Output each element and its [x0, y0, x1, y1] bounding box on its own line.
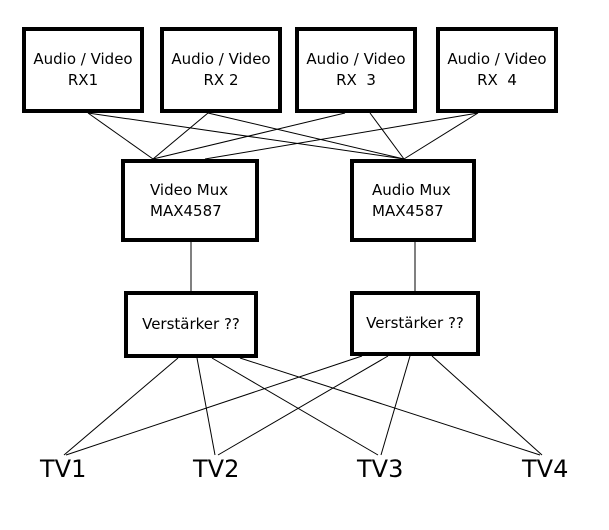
wire-vamp-tv1: [63, 357, 179, 456]
tv1-label: TV1: [40, 455, 87, 483]
wire-rx4-audio-mux: [403, 112, 479, 160]
wire-rx3-audio-mux: [369, 112, 405, 160]
wire-vamp-tv3: [211, 357, 379, 456]
wire-vamp-tv2: [196, 357, 216, 456]
receiver-rx1-title: Audio / Video: [33, 50, 133, 68]
receiver-rx2-id: RX 2: [203, 71, 239, 89]
receiver-rx4-title: Audio / Video: [447, 50, 547, 68]
receiver-rx1: Audio / Video RX1: [22, 27, 144, 113]
audio-amplifier-label: Verstärker ??: [366, 314, 464, 332]
video-mux-chip: MAX4587: [150, 201, 222, 220]
tv2-label: TV2: [193, 455, 240, 483]
receiver-rx3: Audio / Video RX 3: [295, 27, 417, 113]
wire-aamp-tv3: [380, 355, 411, 456]
wire-aamp-tv1: [65, 355, 363, 456]
wire-rx3-video-mux: [152, 112, 346, 160]
receiver-rx4-id: RX 4: [477, 71, 517, 89]
audio-amplifier: Verstärker ??: [350, 291, 480, 356]
receiver-rx1-id: RX1: [67, 71, 99, 89]
receiver-rx2-title: Audio / Video: [171, 50, 271, 68]
wire-aamp-tv4: [431, 355, 543, 456]
wire-aamp-tv2: [217, 355, 389, 456]
tv4-label: TV4: [522, 455, 569, 483]
wire-rx4-video-mux: [204, 112, 479, 160]
wire-rx1-audio-mux: [87, 112, 405, 160]
receiver-rx2: Audio / Video RX 2: [160, 27, 282, 113]
wire-rx2-video-mux: [152, 112, 209, 160]
video-amplifier-label: Verstärker ??: [142, 315, 240, 333]
receiver-rx3-id: RX 3: [336, 71, 376, 89]
audio-mux: Audio Mux MAX4587: [350, 159, 476, 242]
receiver-rx4: Audio / Video RX 4: [436, 27, 558, 113]
video-amplifier: Verstärker ??: [124, 291, 258, 358]
audio-mux-chip: MAX4587: [372, 201, 444, 220]
video-mux: Video Mux MAX4587: [121, 159, 259, 242]
receiver-rx3-title: Audio / Video: [306, 50, 406, 68]
wire-vamp-tv4: [239, 357, 541, 456]
tv3-label: TV3: [357, 455, 404, 483]
audio-mux-title: Audio Mux: [372, 180, 451, 199]
video-mux-title: Video Mux: [150, 180, 229, 199]
wire-rx1-video-mux: [87, 112, 154, 160]
wire-rx2-audio-mux: [207, 112, 405, 160]
